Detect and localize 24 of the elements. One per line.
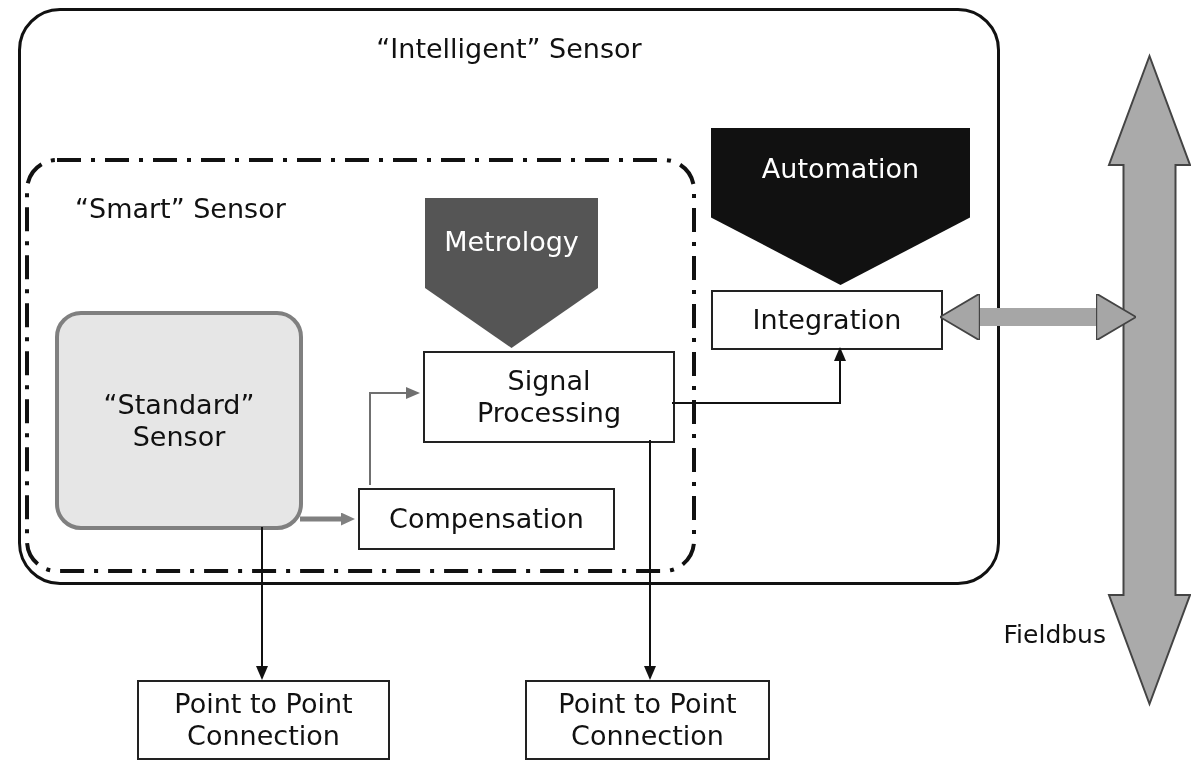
process-box [137, 680, 390, 760]
node-label: Metrology [443, 226, 580, 259]
node-label: Signal Processing [475, 364, 623, 430]
process-box [711, 290, 943, 350]
node-label: Automation [760, 153, 921, 186]
node-label: “Standard” Sensor [102, 388, 256, 453]
node-label: Compensation [388, 502, 585, 536]
process-box [525, 680, 770, 760]
process-box [358, 488, 615, 550]
process-box [423, 351, 675, 443]
sensor-box [55, 311, 303, 530]
arrow [369, 387, 418, 486]
arrow [644, 439, 656, 678]
heading: “Intelligent” Sensor [375, 33, 643, 66]
node-label: Integration [751, 303, 903, 337]
arrow [300, 512, 354, 526]
node-label: Point to Point Connection [173, 687, 354, 753]
arrow [256, 526, 268, 678]
arrow [671, 349, 846, 404]
arrow [939, 296, 1137, 338]
heading: “Smart” Sensor [75, 193, 286, 226]
container-box [18, 8, 1000, 585]
bus-label: Fieldbus [1003, 620, 1106, 650]
node-label: Point to Point Connection [557, 687, 738, 753]
